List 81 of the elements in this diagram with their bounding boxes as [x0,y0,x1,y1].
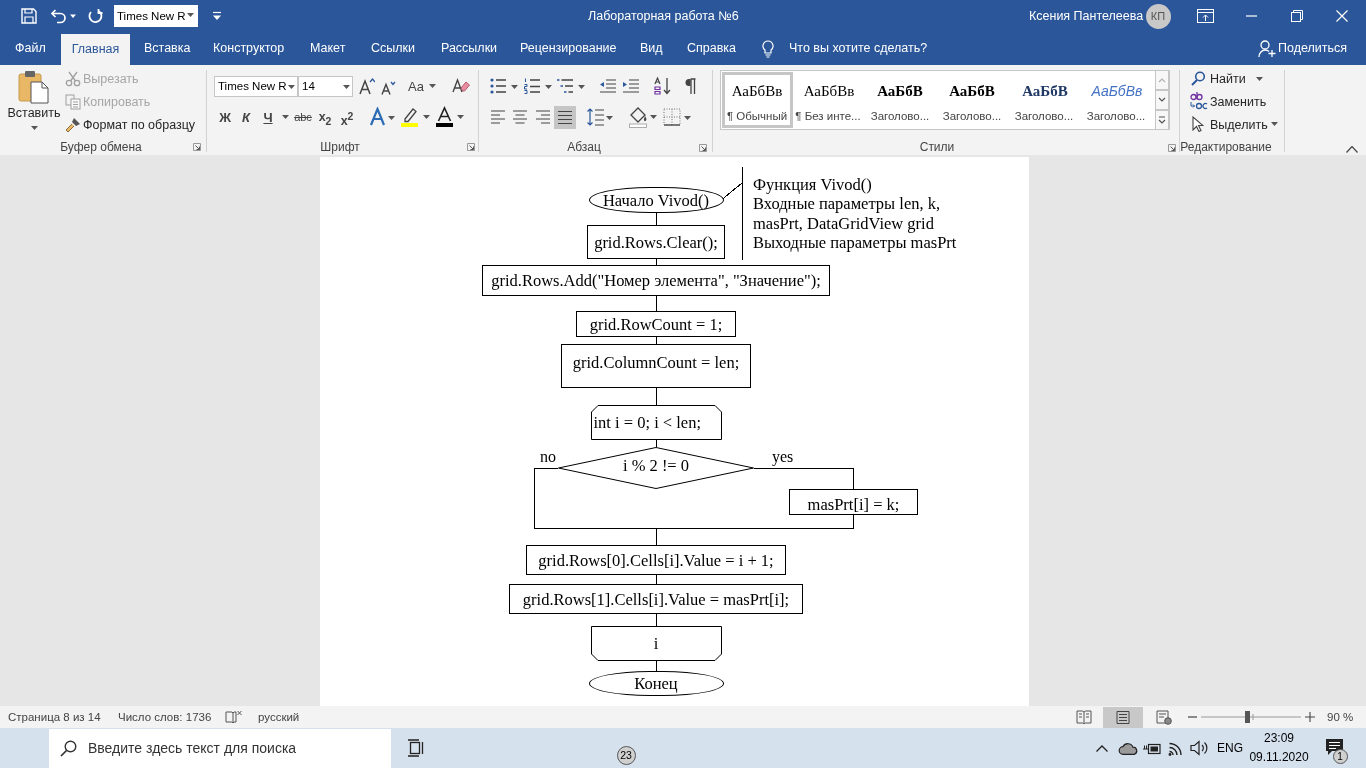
style-name: ¶ Обычный [726,108,788,124]
connector-line [655,613,657,627]
process-box: grid.RowCount = 1; [576,311,736,337]
style-name: Заголово... [942,108,1002,124]
font-name-field: Times New R [214,76,298,97]
leader-line [722,182,743,200]
style-preview: АаБбВв [1091,82,1143,100]
loop-end-box: i [590,626,722,661]
italic-label: К [242,108,250,126]
connector-line [655,660,657,672]
connector-line [655,514,854,546]
bold-label: Ж [219,108,231,126]
connector-line [655,212,657,226]
underline-label: Ч [263,108,273,126]
process-box: grid.Rows.Add("Номер элемента", "Значение"); [482,265,830,296]
style-preview: АаБбВ [949,82,995,101]
connector-line [753,467,854,490]
input-language: ENG [1217,740,1243,756]
tab-label: Ссылки [371,40,415,56]
document-title: Лабораторная работа №6 [588,8,739,24]
tell-me-search: Что вы хотите сделать? [789,40,928,56]
connector-line [655,295,657,312]
find-label: Найти [1210,71,1246,87]
zoom-level: 90 % [1327,709,1354,725]
process-box: masPrt[i] = k; [789,489,918,515]
tab-label: Файл [15,40,46,56]
strikethrough-label: abc [294,110,312,124]
tab-label: Макет [310,40,346,56]
tab-label: Вид [640,40,663,56]
clock-date: 09.11.2020 [1249,749,1309,765]
ribbon-tab: Главная [61,34,130,65]
group-label: Буфер обмена [60,139,142,155]
connector-line [655,574,657,585]
style-name: Заголово... [870,108,930,124]
annotation-text: Входные параметры len, k, masPrt, DataGridView grid [753,194,942,233]
tab-label: Рассылки [441,40,498,56]
loop-start-box: int i = 0; i < len; [590,405,722,440]
process-box: grid.Rows[0].Cells[i].Value = i + 1; [526,545,786,575]
connector-line [655,258,657,266]
tab-label: Рецензирование [520,40,617,56]
group-label: Абзац [567,139,601,155]
style-preview: АаБбВ [1022,82,1068,101]
change-case-label: Aa [408,77,424,95]
tab-label: Справка [687,40,737,56]
tab-label: Конструктор [213,40,285,56]
select-label: Выделить [1210,117,1268,133]
copy-label: Копировать [83,94,151,110]
language-status: русский [258,709,300,725]
share-label: Поделиться [1278,40,1348,56]
style-name: Заголово... [1086,108,1146,124]
clock-time: 23:09 [1264,730,1294,746]
format-painter-label: Формат по образцу [83,117,196,133]
process-box: grid.Rows.Clear(); [587,225,725,259]
taskbar-search-field: Введите здесь текст для поиска [49,729,391,768]
group-label: Редактирование [1180,139,1272,155]
connector-line [655,336,657,345]
subscript-label: x$_{2}$ [318,109,332,129]
style-name: Заголово... [1014,108,1074,124]
replace-label: Заменить [1210,94,1267,110]
annotation-text: Выходные параметры masPrt [753,232,957,253]
tab-label: Вставка [144,40,191,56]
group-label: Шрифт [320,139,360,155]
paste-label: Вставить [7,105,61,121]
style-preview: АаБбВв [803,82,855,101]
superscript-label: x$^{2}$ [340,110,354,130]
style-preview: АаБбВв [731,82,783,101]
cut-label: Вырезать [83,71,139,87]
annotation-text: Функция Vivod() [753,175,872,195]
page-count: Страница 8 из 14 [8,709,101,725]
decision-diamond: i % 2 != 0 [558,447,754,489]
process-box: grid.Rows[1].Cells[i].Value = masPrt[i]; [509,584,803,614]
connector-line [655,439,657,448]
word-count: Число слов: 1736 [118,709,212,725]
style-preview: АаБбВ [877,82,923,101]
font-size-field: 14 [298,76,353,97]
connector-line [655,387,657,406]
group-label: Стили [919,139,955,155]
font-name-field: Times New R [114,5,198,27]
style-name: ¶ Без инте... [795,108,861,124]
process-box: grid.ColumnCount = len; [561,344,751,388]
user-name: Ксения Пантелеева [1029,8,1144,24]
